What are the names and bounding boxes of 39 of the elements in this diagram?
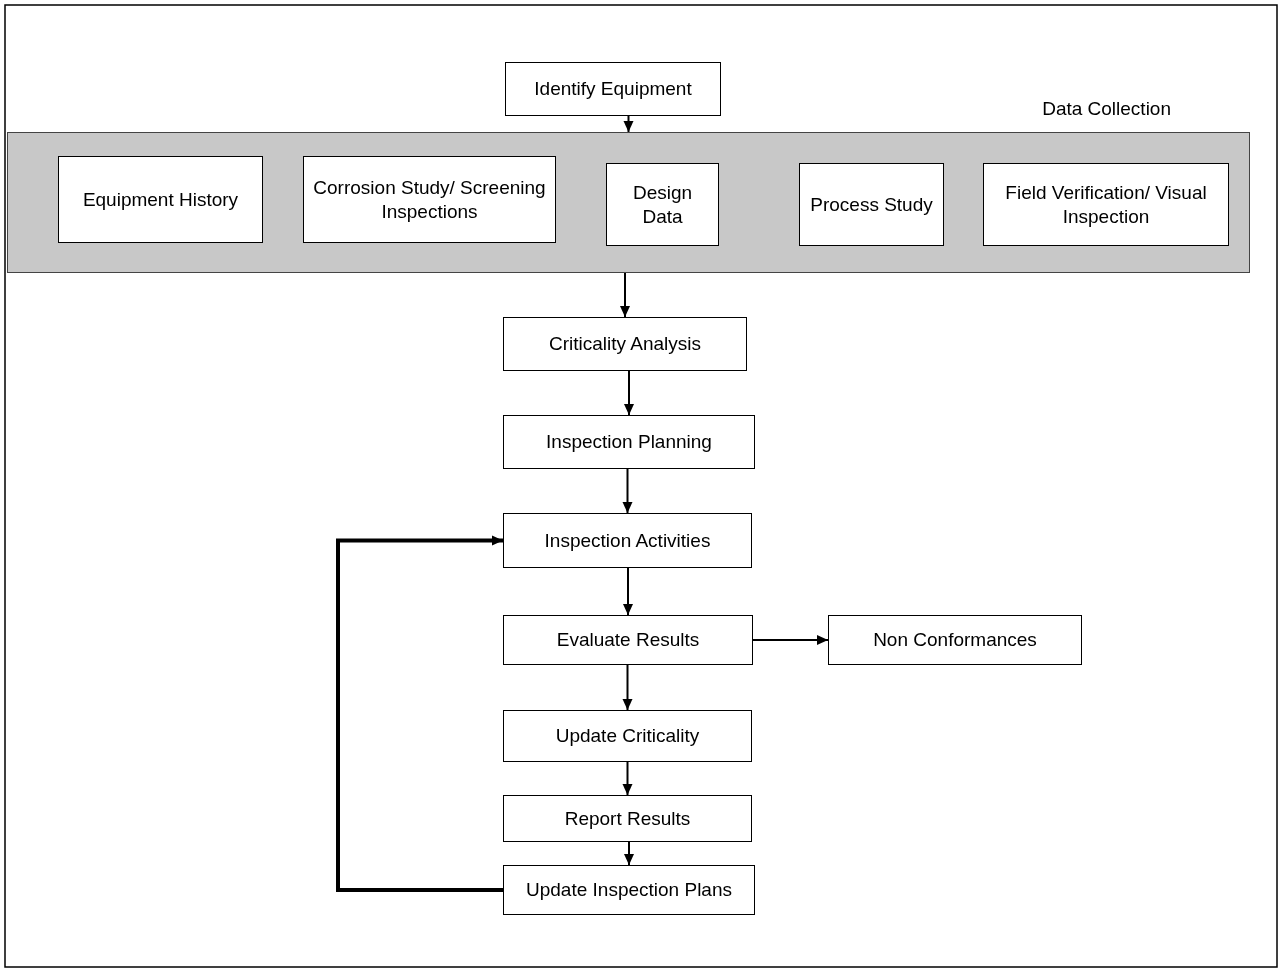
arrow: [622, 664, 633, 711]
process-box: [828, 615, 1082, 665]
arrow: [752, 635, 829, 645]
process-box: [505, 62, 721, 116]
arrow: [622, 468, 633, 514]
arrow: [624, 841, 634, 866]
box-label: Update Criticality: [555, 724, 700, 748]
group-heading: Data Collection: [1042, 97, 1171, 121]
process-box: [503, 513, 752, 568]
process-box: [606, 163, 719, 246]
box-label: Identify Equipment: [534, 77, 692, 101]
box-label: Evaluate Results: [556, 628, 700, 652]
box-label: Inspection Activities: [544, 528, 711, 553]
arrow: [620, 272, 630, 318]
box-label: Process Study: [810, 192, 933, 217]
arrow: [623, 567, 633, 616]
box-label: Report Results: [564, 806, 691, 831]
box-label: Design Data: [631, 180, 694, 229]
process-box: [58, 156, 263, 243]
process-box: [503, 795, 752, 842]
process-box: [303, 156, 556, 243]
process-box: [799, 163, 944, 246]
box-label: Criticality Analysis: [548, 332, 701, 356]
box-label: Equipment History: [82, 187, 239, 212]
box-label: Field Verification/ Visual Inspection: [1004, 180, 1208, 229]
box-label: Inspection Planning: [546, 430, 712, 454]
process-box: [503, 317, 747, 371]
process-box: [503, 865, 755, 915]
arrow: [622, 761, 633, 796]
arrow: [623, 115, 634, 133]
arrow: [336, 535, 503, 892]
box-label: Update Inspection Plans: [526, 878, 732, 902]
process-box: [983, 163, 1229, 246]
process-box: [503, 710, 752, 762]
process-box: [503, 615, 753, 665]
arrow: [624, 370, 634, 416]
box-label: Non Conformances: [873, 628, 1037, 652]
box-label: Corrosion Study/ Screening Inspections: [312, 175, 547, 224]
process-box: [503, 415, 755, 469]
